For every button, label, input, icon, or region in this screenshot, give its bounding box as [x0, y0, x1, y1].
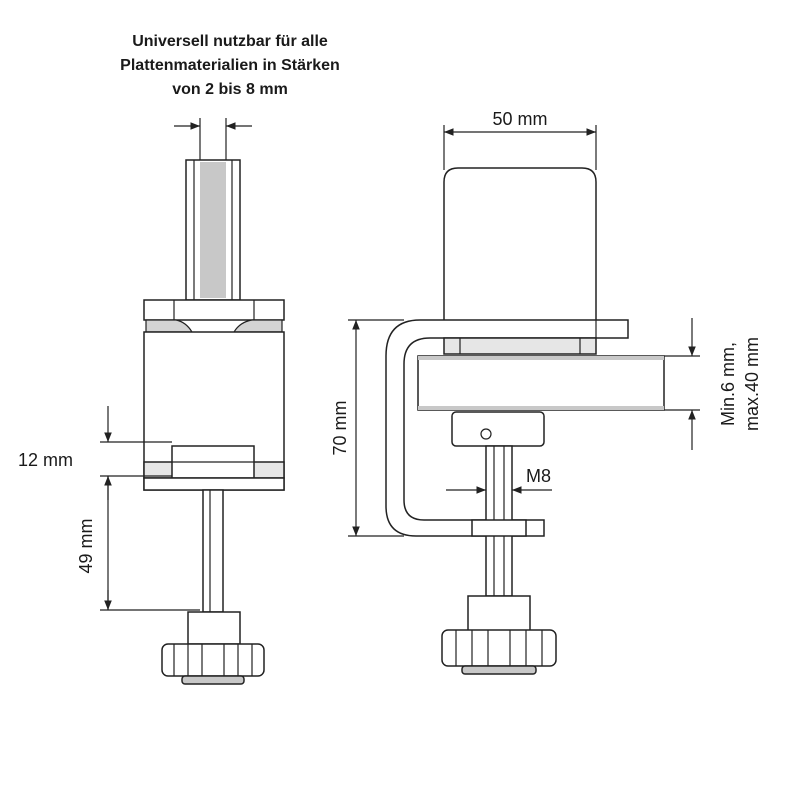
- width-label: 50 mm: [492, 109, 547, 129]
- gap-range-label-1: Min.6 mm,: [718, 342, 738, 426]
- title-block: Universell nutzbar für alle Plattenmater…: [70, 30, 390, 102]
- thread-label: M8: [526, 466, 551, 486]
- height-label: 70 mm: [330, 400, 350, 455]
- slot-height-label: 12 mm: [18, 450, 73, 470]
- side-view: 12 mm 49 mm: [18, 118, 285, 685]
- screw-length-label: 49 mm: [76, 518, 96, 573]
- title-line-2: Plattenmaterialien in Stärken: [120, 57, 340, 74]
- title-line-1: Universell nutzbar für alle: [132, 33, 328, 50]
- front-view: 50 mm M: [330, 109, 762, 675]
- title-line-3: von 2 bis 8 mm: [172, 81, 288, 98]
- gap-range-label-2: max.40 mm: [742, 337, 762, 431]
